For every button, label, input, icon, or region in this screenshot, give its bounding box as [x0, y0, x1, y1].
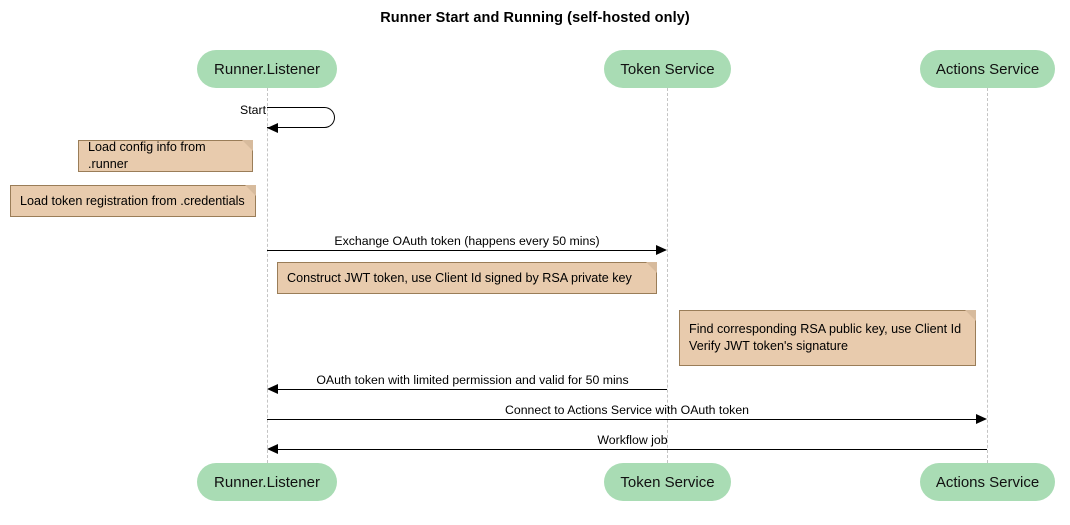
message-exchange-oauth-token-arrowhead	[656, 245, 667, 255]
note-load-token-registration: Load token registration from .credential…	[10, 185, 256, 217]
participant-label: Actions Service	[935, 473, 1040, 491]
participant-actions-service-bottom[interactable]: Actions Service	[920, 463, 1055, 501]
lifeline-actions-service	[987, 88, 988, 463]
lifeline-runner	[267, 88, 268, 463]
message-label-workflow-job: Workflow job	[597, 433, 668, 447]
note-verify-jwt: Find corresponding RSA public key, use C…	[679, 310, 976, 366]
message-label-start: Start	[240, 103, 266, 117]
message-workflow-job-arrowhead	[267, 444, 278, 454]
participant-label: Token Service	[620, 60, 715, 78]
participant-token-service-bottom[interactable]: Token Service	[604, 463, 731, 501]
note-load-config: Load config info from .runner	[78, 140, 253, 172]
message-label-exchange-oauth-token: Exchange OAuth token (happens every 50 m…	[334, 234, 600, 248]
message-connect-actions-service[interactable]	[267, 419, 976, 420]
message-start-arrowhead	[267, 123, 278, 133]
message-label-oauth-token-return: OAuth token with limited permission and …	[316, 373, 629, 387]
message-exchange-oauth-token[interactable]	[267, 250, 656, 251]
note-construct-jwt: Construct JWT token, use Client Id signe…	[277, 262, 657, 294]
message-oauth-token-return-arrowhead	[267, 384, 278, 394]
message-label-connect-actions-service: Connect to Actions Service with OAuth to…	[504, 403, 750, 417]
note-text: Load token registration from .credential…	[20, 193, 245, 208]
participant-runner-top[interactable]: Runner.Listener	[197, 50, 337, 88]
participant-runner-bottom[interactable]: Runner.Listener	[197, 463, 337, 501]
participant-token-service-top[interactable]: Token Service	[604, 50, 731, 88]
message-connect-actions-service-arrowhead	[976, 414, 987, 424]
message-oauth-token-return[interactable]	[278, 389, 667, 390]
participant-label: Token Service	[620, 473, 715, 491]
lifeline-token-service	[667, 88, 668, 463]
participant-label: Runner.Listener	[214, 473, 320, 491]
note-fold-icon	[242, 140, 253, 151]
participant-label: Actions Service	[935, 60, 1040, 78]
note-fold-icon	[245, 185, 256, 196]
page-title: Runner Start and Running (self-hosted on…	[380, 10, 690, 26]
participant-actions-service-top[interactable]: Actions Service	[920, 50, 1055, 88]
note-text: Find corresponding RSA public key, use C…	[689, 322, 962, 353]
note-text: Construct JWT token, use Client Id signe…	[287, 270, 632, 285]
message-start-selfloop[interactable]	[267, 107, 335, 128]
message-workflow-job[interactable]	[278, 449, 987, 450]
note-text: Load config info from .runner	[88, 140, 206, 171]
participant-label: Runner.Listener	[214, 60, 320, 78]
note-fold-icon	[965, 310, 976, 321]
note-fold-icon	[646, 262, 657, 273]
